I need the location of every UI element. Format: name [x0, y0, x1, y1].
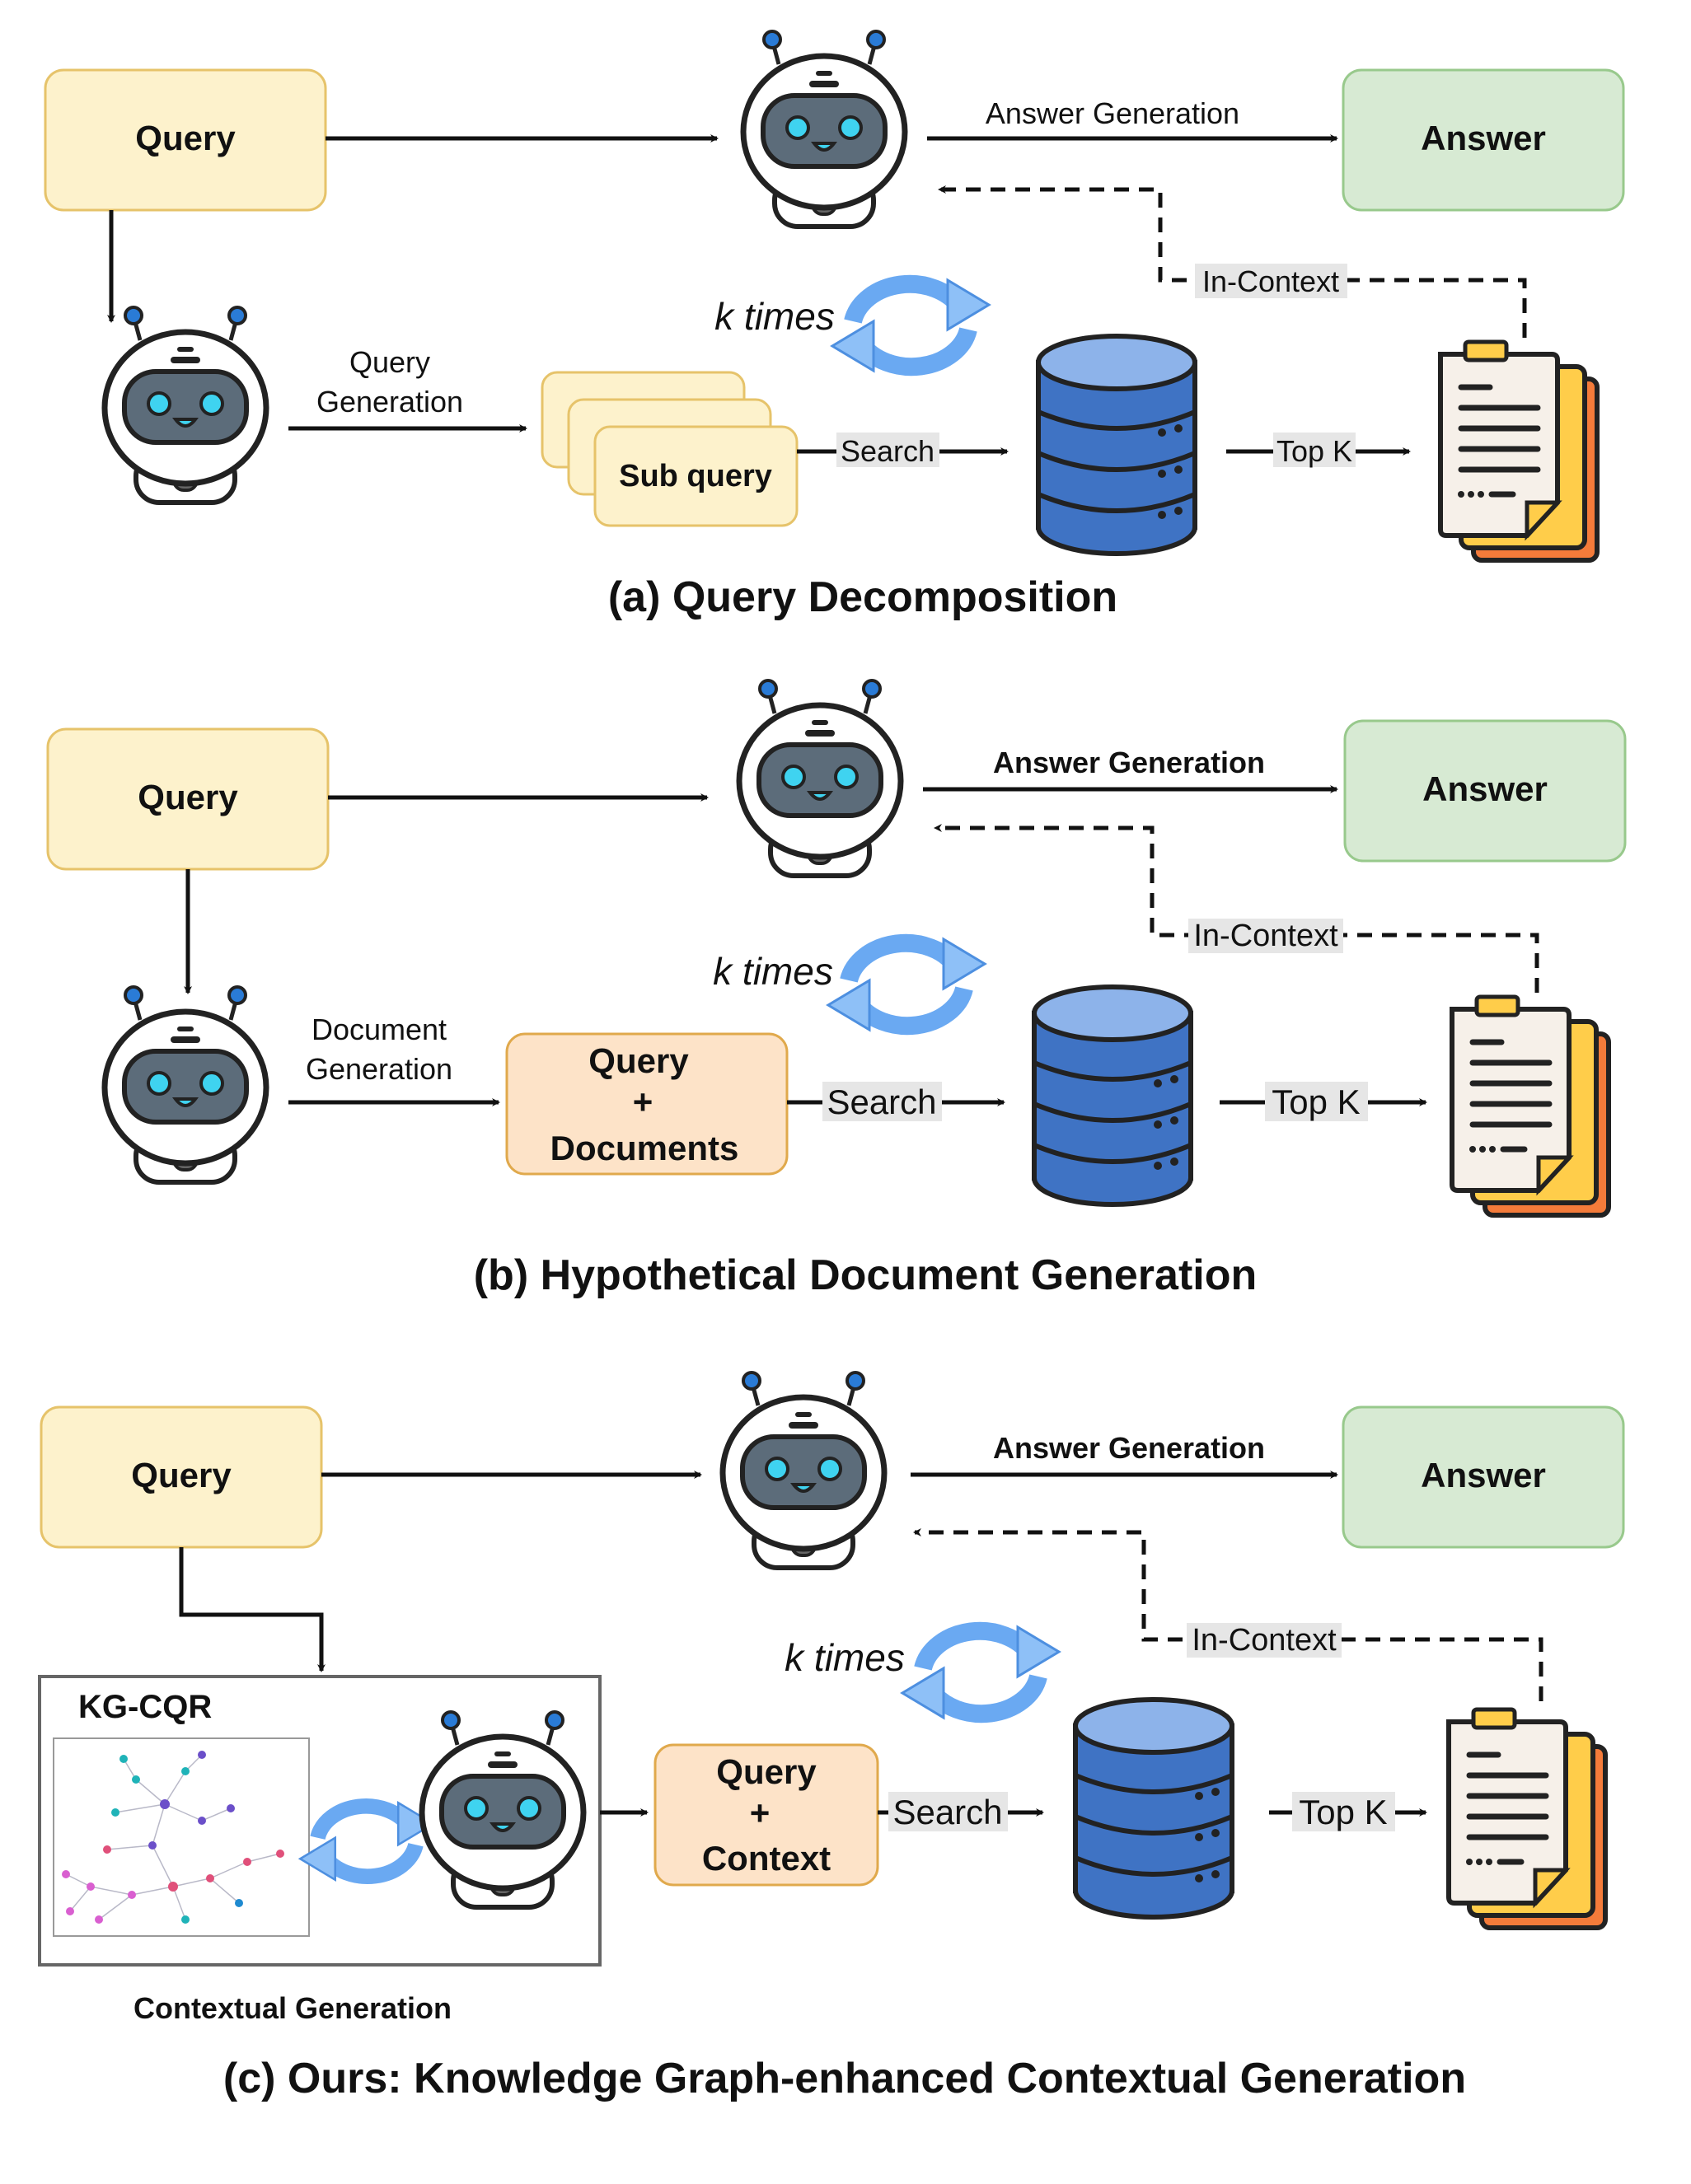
k-times-label: k times [713, 950, 833, 993]
kgcqr-label: KG-CQR [78, 1689, 212, 1725]
sub-query-label: Sub query [619, 459, 772, 493]
answer-generation-label: Answer Generation [986, 96, 1239, 130]
robot-icon [739, 680, 901, 876]
search-label: Search [841, 434, 934, 468]
query-label: Query [135, 119, 236, 157]
contextual-generation-label: Contextual Generation [134, 1991, 452, 2025]
qd-line-1: Query [588, 1041, 689, 1080]
answer-box: Answer [1343, 719, 1627, 863]
cycle-arrows-icon [832, 280, 989, 371]
robot-icon [723, 1373, 884, 1568]
qd-line-3: Documents [550, 1129, 739, 1167]
documents-icon [1449, 1709, 1605, 1928]
query-generation-label-1: Query [349, 345, 430, 379]
search-label: Search [827, 1083, 936, 1121]
robot-icon [105, 307, 266, 503]
k-times-label: k times [714, 295, 835, 338]
caption-b: (b) Hypothetical Document Generation [474, 1251, 1258, 1299]
top-k-label: Top K [1272, 1083, 1360, 1121]
caption-a: (a) Query Decomposition [608, 573, 1117, 621]
panel-b: Query Answer Generation Answer Document … [46, 680, 1627, 1299]
query-context-box: Query + Context [653, 1743, 879, 1887]
k-times-label: k times [785, 1636, 905, 1679]
caption-c: (c) Ours: Knowledge Graph-enhanced Conte… [223, 2055, 1466, 2102]
in-context-label: In-Context [1192, 1623, 1337, 1658]
qd-line-2: + [633, 1083, 653, 1121]
in-context-label: In-Context [1193, 919, 1338, 953]
qc-line-2: + [750, 1793, 771, 1832]
query-label: Query [131, 1456, 232, 1494]
documents-icon [1440, 342, 1597, 560]
qc-line-1: Query [716, 1752, 817, 1791]
query-box: Query [46, 727, 330, 871]
in-context-label: In-Context [1202, 264, 1339, 298]
answer-box: Answer [1342, 1405, 1625, 1549]
database-icon [1034, 987, 1191, 1204]
database-icon [1075, 1700, 1232, 1917]
answer-label: Answer [1422, 769, 1548, 808]
answer-label: Answer [1421, 1456, 1546, 1494]
query-documents-box: Query + Documents [505, 1032, 789, 1176]
query-box: Query [40, 1405, 323, 1549]
top-k-label: Top K [1276, 434, 1352, 468]
robot-icon [105, 987, 266, 1182]
answer-generation-label: Answer Generation [993, 746, 1265, 779]
search-label: Search [892, 1793, 1002, 1831]
panel-a: Query Answer Generation Answer Query Gen… [44, 31, 1625, 621]
database-icon [1038, 336, 1195, 554]
top-k-label: Top K [1299, 1793, 1387, 1831]
answer-box: Answer [1342, 68, 1625, 212]
query-label: Query [138, 778, 238, 816]
cycle-arrows-icon [828, 939, 985, 1030]
document-generation-label-1: Document [312, 1012, 447, 1046]
answer-label: Answer [1421, 119, 1546, 157]
document-generation-label-2: Generation [306, 1052, 452, 1086]
sub-query-stack: Sub query [541, 371, 799, 527]
robot-icon [743, 31, 905, 227]
kg-cqr-frame: KG-CQR [38, 1675, 602, 1967]
panel-c: Query Answer Generation Answer KG-CQR [38, 1373, 1625, 2102]
qc-line-3: Context [702, 1839, 831, 1878]
knowledge-graph-image [53, 1737, 310, 1937]
cycle-arrows-icon [902, 1627, 1059, 1718]
documents-icon [1452, 997, 1609, 1215]
answer-generation-label: Answer Generation [993, 1431, 1265, 1465]
query-box: Query [44, 68, 327, 212]
query-generation-label-2: Generation [316, 385, 463, 419]
